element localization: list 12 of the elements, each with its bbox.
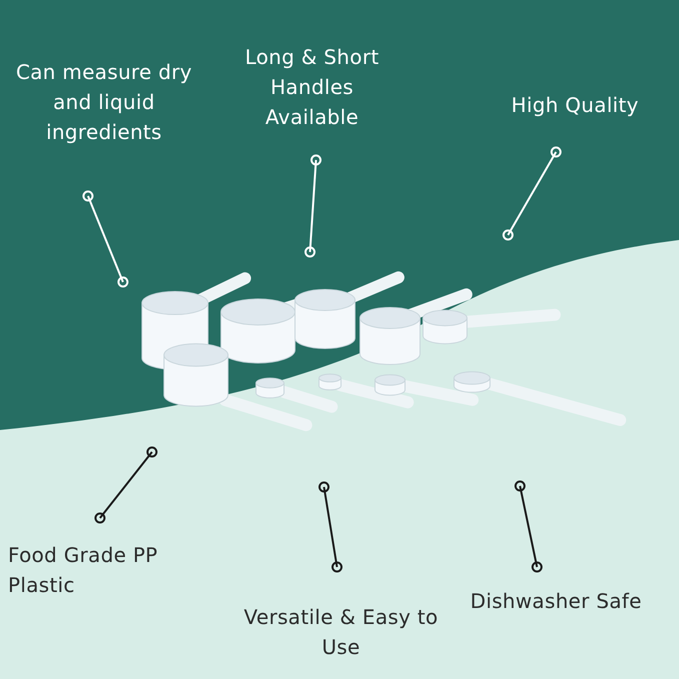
callout-text: High Quality: [490, 90, 660, 120]
callout-text: Can measure dry and liquid ingredients: [4, 57, 204, 147]
leader-line: [514, 480, 542, 572]
leader-line: [502, 146, 562, 240]
callout-text: Long & Short Handles Available: [222, 42, 402, 132]
callout-text: Dishwasher Safe: [456, 586, 656, 616]
callout-text: Versatile & Easy to Use: [226, 602, 456, 662]
leader-line: [304, 154, 322, 258]
leader-line: [318, 482, 342, 572]
leader-line: [94, 446, 158, 524]
leader-line: [82, 190, 128, 288]
callout-text: Food Grade PP Plastic: [8, 540, 208, 600]
